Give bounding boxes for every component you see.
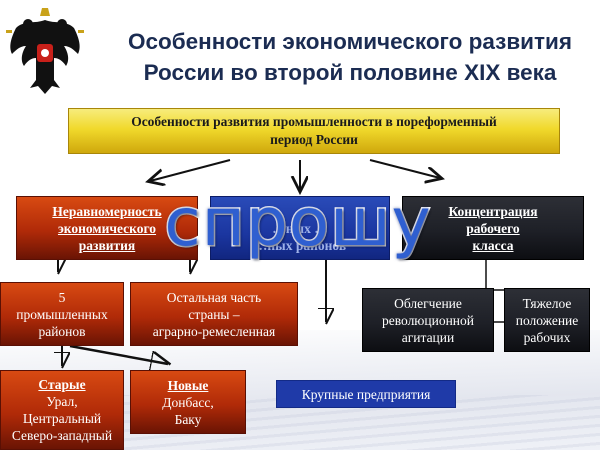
working-class-line-2: рабочего — [466, 220, 520, 236]
rest-country-line-2: страны – — [188, 306, 240, 322]
five-regions-line-3: районов — [38, 323, 86, 339]
uneven-development-box: Неравномерность экономического развития — [16, 196, 198, 260]
old-regions-heading: Старые — [38, 377, 86, 392]
main-topic-box: Особенности развития промышленности в по… — [68, 108, 560, 154]
old-regions-line-3: Северо-западный — [11, 428, 113, 443]
industrial-regions-box: …ных … …ных районов — [210, 196, 390, 260]
page-title: Особенности экономического развития Росс… — [100, 26, 600, 88]
large-enterprises-box: Крупные предприятия — [276, 380, 456, 408]
rest-country-box: Остальная часть страны – аграрно-ремесле… — [130, 282, 298, 346]
working-class-line-3: класса — [472, 237, 514, 253]
uneven-line-1: Неравномерность — [52, 203, 162, 219]
five-regions-line-1: 5 — [58, 289, 66, 305]
agitation-line-1: Облегчение — [394, 295, 462, 311]
old-regions-line-1: Урал, — [46, 394, 78, 409]
industrial-line-3: …ных районов — [253, 237, 347, 253]
industrial-line-2: …ных … — [272, 220, 328, 236]
main-topic-line-2: период России — [270, 132, 358, 147]
new-regions-box: Новые Донбасс, Баку — [130, 370, 246, 434]
old-regions-line-2: Центральный — [22, 411, 102, 426]
hard-conditions-line-1: Тяжелое — [522, 295, 572, 311]
uneven-line-3: развития — [78, 237, 136, 253]
new-regions-line-2: Баку — [174, 411, 202, 427]
revolutionary-agitation-box: Облегчение революционной агитации — [362, 288, 494, 352]
title-line-1: Особенности экономического развития — [128, 29, 572, 54]
hard-conditions-box: Тяжелое положение рабочих — [504, 288, 590, 352]
hard-conditions-line-3: рабочих — [523, 329, 571, 345]
title-line-2: России во второй половине XIX века — [143, 60, 557, 85]
large-enterprises-label: Крупные предприятия — [301, 386, 431, 402]
working-class-box: Концентрация рабочего класса — [402, 196, 584, 260]
main-topic-line-1: Особенности развития промышленности в по… — [131, 114, 497, 129]
new-regions-line-1: Донбасс, — [162, 394, 214, 410]
hard-conditions-line-2: положение — [515, 312, 579, 328]
old-regions-box: Старые Урал, Центральный Северо-западный — [0, 370, 124, 450]
agitation-line-2: революционной — [381, 312, 475, 328]
overlay-watermark-text: спрошу — [163, 183, 432, 263]
five-regions-line-2: промышленных — [16, 306, 108, 322]
working-class-line-1: Концентрация — [448, 203, 538, 219]
five-regions-box: 5 промышленных районов — [0, 282, 124, 346]
new-regions-heading: Новые — [167, 377, 209, 393]
rest-country-line-3: аграрно-ремесленная — [152, 323, 276, 339]
uneven-line-2: экономического — [57, 220, 157, 236]
double-headed-eagle-icon — [6, 8, 84, 94]
agitation-line-3: агитации — [401, 329, 455, 345]
rest-country-line-1: Остальная часть — [166, 289, 262, 305]
